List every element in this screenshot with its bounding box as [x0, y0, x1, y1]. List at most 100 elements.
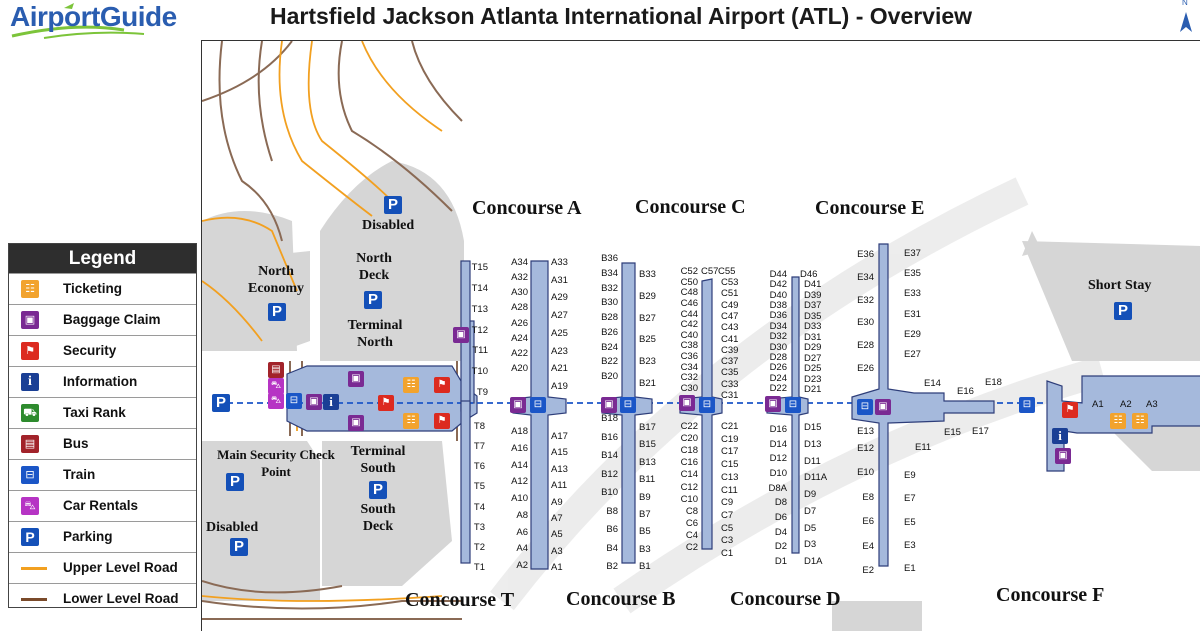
gate-label: A23 — [551, 345, 568, 357]
parking-icon[interactable]: P — [230, 538, 248, 556]
logo-text: AirportGuide — [10, 1, 177, 32]
train-icon[interactable]: ⊟ — [530, 397, 546, 413]
parking-icon[interactable]: P — [369, 481, 387, 499]
gate-label: B36 — [601, 253, 618, 264]
gate-label: C7 — [721, 509, 734, 521]
ticketing-icon[interactable]: ☷ — [1110, 413, 1126, 429]
concourse-d-label: Concourse D — [730, 588, 841, 610]
disabled-north-label: Disabled — [362, 218, 415, 233]
gate-label: T2 — [473, 541, 485, 553]
parking-icon[interactable]: P — [268, 303, 286, 321]
legend: Legend ☷ Ticketing ▣ Baggage Claim ⚑ Sec… — [8, 243, 197, 608]
gate-label: C22 — [680, 421, 698, 432]
gate-label: C13 — [721, 471, 739, 483]
baggage-claim-icon[interactable]: ▣ — [765, 396, 781, 412]
gate-label: C52 — [680, 266, 698, 277]
gate-label: C55 — [718, 266, 736, 277]
train-icon[interactable]: ⊟ — [857, 399, 873, 415]
baggage-claim-icon[interactable]: ▣ — [1055, 448, 1071, 464]
train-icon[interactable]: ⊟ — [1019, 397, 1035, 413]
train-icon: ⊟ — [21, 466, 39, 484]
parking-icon[interactable]: P — [1114, 302, 1132, 320]
gate-label: C11 — [721, 484, 738, 496]
gate-label: B7 — [639, 508, 651, 520]
gate-label: D8 — [774, 497, 787, 509]
concourse-f-label: Concourse F — [996, 584, 1105, 606]
train-icon[interactable]: ⊟ — [286, 393, 302, 409]
gate-label: A8 — [516, 509, 528, 521]
gate-label: C37 — [721, 356, 739, 368]
car-rental-icon[interactable]: ⛍ — [268, 393, 284, 409]
gate-label: A22 — [511, 347, 528, 359]
information-icon[interactable]: i — [1052, 428, 1068, 444]
gate-label: T8 — [473, 421, 485, 432]
security-icon[interactable]: ⚑ — [1062, 402, 1078, 418]
legend-label: Lower Level Road — [63, 591, 179, 606]
gate-label: C10 — [680, 493, 698, 505]
baggage-claim-icon[interactable]: ▣ — [453, 327, 469, 343]
gate-label: B11 — [639, 474, 656, 486]
parking-icon[interactable]: P — [226, 473, 244, 491]
gate-label: B15 — [639, 439, 656, 451]
security-icon[interactable]: ⚑ — [434, 377, 450, 393]
baggage-claim-icon[interactable]: ▣ — [348, 371, 364, 387]
security-icon[interactable]: ⚑ — [378, 395, 394, 411]
car-rental-icon[interactable]: ⛍ — [268, 378, 284, 394]
gate-label: T12 — [471, 324, 488, 336]
gate-label: C17 — [721, 446, 739, 458]
train-icon[interactable]: ⊟ — [620, 397, 636, 413]
map-base-graphics — [202, 41, 1200, 631]
parking-icon[interactable]: P — [364, 291, 382, 309]
gate-label: E16 — [957, 386, 974, 397]
gate-label: T15 — [471, 262, 488, 273]
gate-label: E1 — [904, 563, 916, 574]
baggage-claim-icon[interactable]: ▣ — [679, 395, 695, 411]
ticketing-icon[interactable]: ☷ — [403, 377, 419, 393]
gate-label: D38 — [769, 300, 787, 312]
gate-label: B24 — [601, 341, 618, 353]
gate-label: A15 — [551, 447, 568, 459]
gate-label: B21 — [639, 378, 656, 389]
gate-label: D31 — [804, 331, 822, 343]
gate-label: A2 — [1120, 399, 1132, 410]
gate-label: A7 — [551, 512, 563, 524]
gate-label: D1 — [774, 556, 787, 567]
gate-label: A33 — [551, 257, 568, 268]
baggage-claim-icon[interactable]: ▣ — [306, 394, 322, 410]
baggage-claim-icon[interactable]: ▣ — [875, 399, 891, 415]
gate-label: E5 — [904, 516, 916, 528]
legend-row-baggage: ▣ Baggage Claim — [9, 304, 196, 335]
gate-label: D37 — [804, 300, 822, 312]
gate-label: C30 — [680, 383, 698, 394]
gate-label: A1 — [551, 562, 563, 573]
gate-label: A9 — [551, 496, 563, 508]
parking-icon[interactable]: P — [384, 196, 402, 214]
information-icon[interactable]: i — [323, 394, 339, 410]
gate-label: A34 — [511, 257, 528, 268]
watermark-airplane — [490, 177, 1107, 614]
gate-label: C16 — [680, 457, 698, 469]
gate-label: D16 — [769, 424, 787, 435]
parking-icon[interactable]: P — [212, 394, 230, 412]
gate-label: A1 — [1092, 399, 1104, 410]
gate-label: C1 — [721, 548, 734, 559]
baggage-claim-icon[interactable]: ▣ — [601, 397, 617, 413]
ticketing-icon[interactable]: ☷ — [403, 413, 419, 429]
gate-label: A6 — [516, 526, 528, 538]
baggage-claim-icon[interactable]: ▣ — [348, 415, 364, 431]
security-icon[interactable]: ⚑ — [434, 413, 450, 429]
bus-icon[interactable]: ▤ — [268, 362, 284, 378]
baggage-claim-icon[interactable]: ▣ — [510, 397, 526, 413]
gate-label: T11 — [472, 345, 488, 357]
gate-label: C47 — [721, 310, 739, 322]
airport-map[interactable]: Concourse A Concourse C Concourse E Conc… — [201, 40, 1200, 631]
gate-label: E9 — [904, 470, 916, 481]
gate-label: E34 — [857, 271, 874, 283]
train-icon[interactable]: ⊟ — [785, 397, 801, 413]
gate-label: T9 — [476, 387, 488, 398]
airportguide-logo[interactable]: AirportGuide — [4, 0, 184, 40]
legend-row-taxi: ⛟ Taxi Rank — [9, 397, 196, 428]
gate-label: B2 — [606, 561, 618, 572]
train-icon[interactable]: ⊟ — [699, 397, 715, 413]
ticketing-icon[interactable]: ☷ — [1132, 413, 1148, 429]
